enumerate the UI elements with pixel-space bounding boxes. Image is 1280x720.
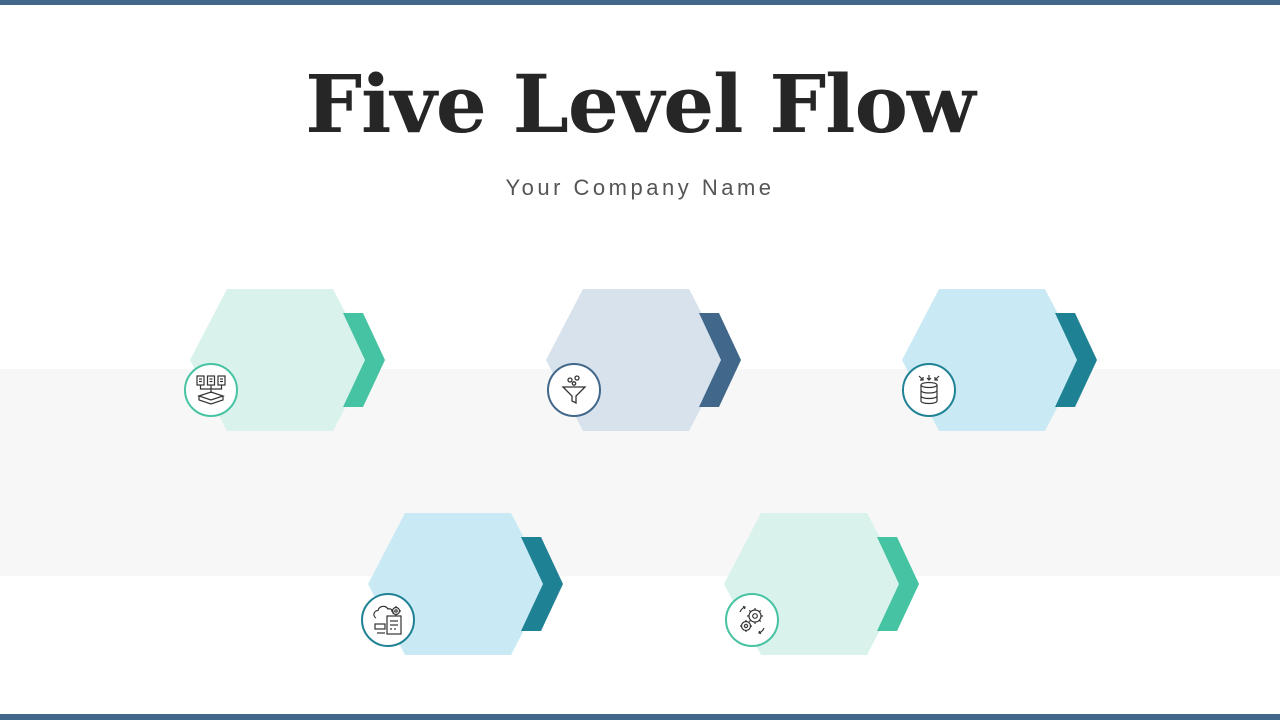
level-3-icon-ring bbox=[902, 363, 956, 417]
company-name: Your Company Name bbox=[505, 175, 775, 200]
database-inflow-icon bbox=[918, 375, 940, 405]
level-3-node bbox=[892, 286, 1112, 436]
level-5-node bbox=[714, 510, 934, 660]
level-5-icon-ring bbox=[725, 593, 779, 647]
bottom-frame-bar bbox=[0, 714, 1280, 720]
page-title: Five Level Flow bbox=[305, 57, 976, 151]
cloud-settings-report-icon bbox=[373, 605, 402, 635]
funnel-icon bbox=[561, 375, 587, 405]
level-3-chevron bbox=[1055, 313, 1097, 407]
level-5-chevron bbox=[877, 537, 919, 631]
documents-to-database-icon bbox=[196, 375, 226, 405]
top-frame-bar bbox=[0, 0, 1280, 5]
level-4-icon-ring bbox=[361, 593, 415, 647]
level-1-node bbox=[180, 286, 400, 436]
level-2-icon-ring bbox=[547, 363, 601, 417]
level-1-icon-ring bbox=[184, 363, 238, 417]
level-1-chevron bbox=[343, 313, 385, 407]
level-4-node bbox=[358, 510, 578, 660]
level-2-chevron bbox=[699, 313, 741, 407]
level-2-node bbox=[536, 286, 756, 436]
level-4-chevron bbox=[521, 537, 563, 631]
gears-cycle-icon bbox=[739, 605, 765, 635]
